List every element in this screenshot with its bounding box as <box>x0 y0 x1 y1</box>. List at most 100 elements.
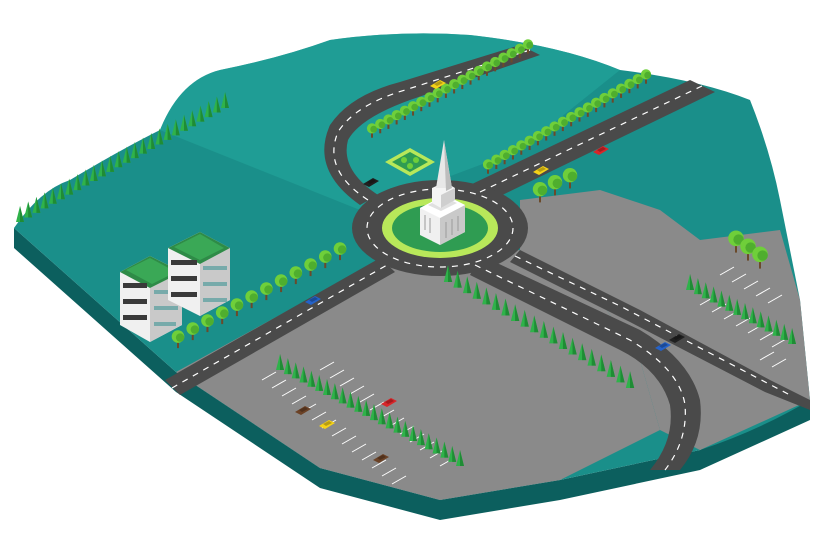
round-tree <box>507 145 519 160</box>
round-tree <box>318 250 332 269</box>
pine-tree <box>409 424 418 441</box>
pine-tree <box>448 445 457 462</box>
round-tree <box>260 282 273 301</box>
pine-tree <box>393 416 402 433</box>
pine-tree <box>338 387 347 404</box>
pine-tree <box>709 286 718 303</box>
round-tree <box>562 168 578 189</box>
round-tree <box>499 149 510 165</box>
round-tree <box>740 238 756 261</box>
pine-tree <box>756 311 765 328</box>
round-tree <box>482 159 494 174</box>
pine-tree <box>81 169 90 186</box>
round-tree <box>640 69 652 84</box>
pine-tree <box>606 360 616 377</box>
pine-tree <box>32 196 41 213</box>
car <box>373 454 389 463</box>
round-tree <box>574 107 585 122</box>
pine-tree <box>48 187 57 204</box>
pine-tree <box>625 371 635 388</box>
pine-tree <box>549 326 558 344</box>
pine-tree <box>701 282 710 299</box>
pine-tree <box>401 420 410 437</box>
round-tree <box>547 175 563 196</box>
pine-tree <box>472 281 481 299</box>
pine-tree <box>180 114 188 131</box>
round-tree <box>333 242 347 261</box>
round-tree <box>274 274 288 293</box>
pine-tree <box>788 328 796 344</box>
pine-tree <box>114 151 123 168</box>
pine-tree <box>276 354 284 370</box>
pine-tree <box>299 366 308 383</box>
pine-tree <box>733 298 742 315</box>
round-tree <box>481 61 493 76</box>
round-tree <box>171 330 185 349</box>
pine-tree <box>16 206 24 222</box>
pine-tree <box>772 319 781 336</box>
pine-tree <box>106 155 115 172</box>
round-tree <box>491 154 502 169</box>
pine-tree <box>764 315 773 332</box>
pine-tree <box>155 128 164 145</box>
car <box>305 296 321 305</box>
pine-tree <box>587 348 596 366</box>
monument-tower <box>420 140 465 245</box>
pine-tree <box>369 404 378 421</box>
round-tree <box>532 182 548 203</box>
pine-tree <box>291 362 300 379</box>
car <box>533 166 549 175</box>
road-network <box>165 45 810 471</box>
pine-tree <box>740 303 749 320</box>
pine-tree <box>322 379 331 396</box>
car <box>319 420 335 429</box>
round-tree <box>186 322 200 341</box>
pine-tree <box>212 96 221 113</box>
round-tree <box>457 74 468 90</box>
pine-tree <box>65 178 74 195</box>
pine-tree <box>577 343 587 361</box>
pine-tree <box>307 370 316 387</box>
road-northeast <box>470 80 715 200</box>
pine-tree <box>424 433 433 450</box>
pine-tree <box>780 323 789 340</box>
round-tree <box>407 101 419 116</box>
pine-tree <box>462 276 472 294</box>
pine-tree <box>491 293 501 310</box>
pine-tree <box>385 412 394 429</box>
park-plaza <box>385 148 435 176</box>
cars <box>295 80 685 463</box>
pine-tree <box>346 391 355 408</box>
round-tree <box>424 92 435 107</box>
round-tree <box>465 70 476 85</box>
round-tree <box>473 65 484 81</box>
pine-tree <box>330 383 339 400</box>
round-tree <box>245 290 258 309</box>
pine-tree <box>377 408 386 425</box>
pine-tree <box>362 399 371 416</box>
pine-tree <box>520 309 529 327</box>
round-tree <box>375 118 386 134</box>
pine-tree <box>130 142 139 159</box>
pine-tree <box>510 304 520 322</box>
tree-rows <box>16 92 796 466</box>
pine-tree <box>89 164 98 181</box>
round-tree <box>201 314 214 333</box>
round-tree <box>416 96 427 112</box>
pine-tree <box>443 265 453 282</box>
pine-tree <box>188 110 197 127</box>
pine-tree <box>693 278 702 295</box>
pine-tree <box>539 320 548 338</box>
round-tree <box>624 78 635 94</box>
office-building-back <box>168 232 230 316</box>
round-tree <box>440 83 451 98</box>
round-tree <box>432 87 443 103</box>
pine-tree <box>482 287 491 305</box>
road-east-branch <box>510 250 810 410</box>
pine-tree <box>40 192 49 209</box>
pine-tree <box>748 307 757 324</box>
pine-tree <box>283 358 292 375</box>
pine-tree <box>725 294 734 311</box>
